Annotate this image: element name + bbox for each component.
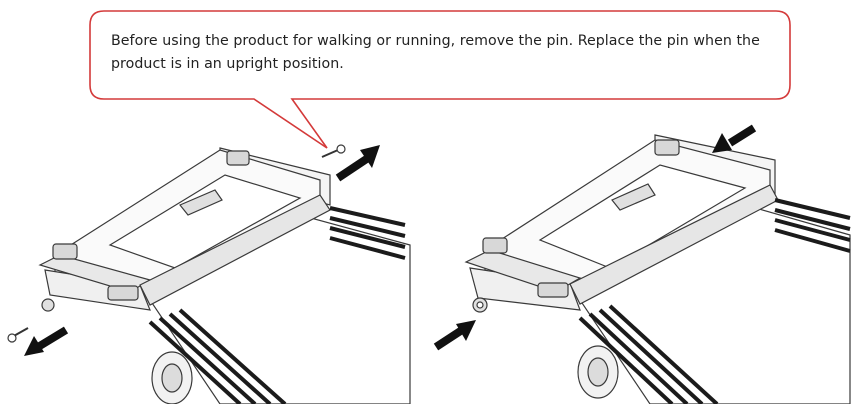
right-treadmill-illustration bbox=[464, 134, 851, 404]
arrow-icon bbox=[433, 320, 476, 351]
arrow-icon bbox=[335, 145, 380, 182]
callout-bubble bbox=[89, 10, 791, 149]
callout-text: Before using the product for walking or … bbox=[111, 33, 760, 72]
arrow-icon bbox=[24, 326, 69, 356]
arrow-icon bbox=[712, 124, 757, 153]
left-treadmill-illustration bbox=[7, 144, 411, 404]
